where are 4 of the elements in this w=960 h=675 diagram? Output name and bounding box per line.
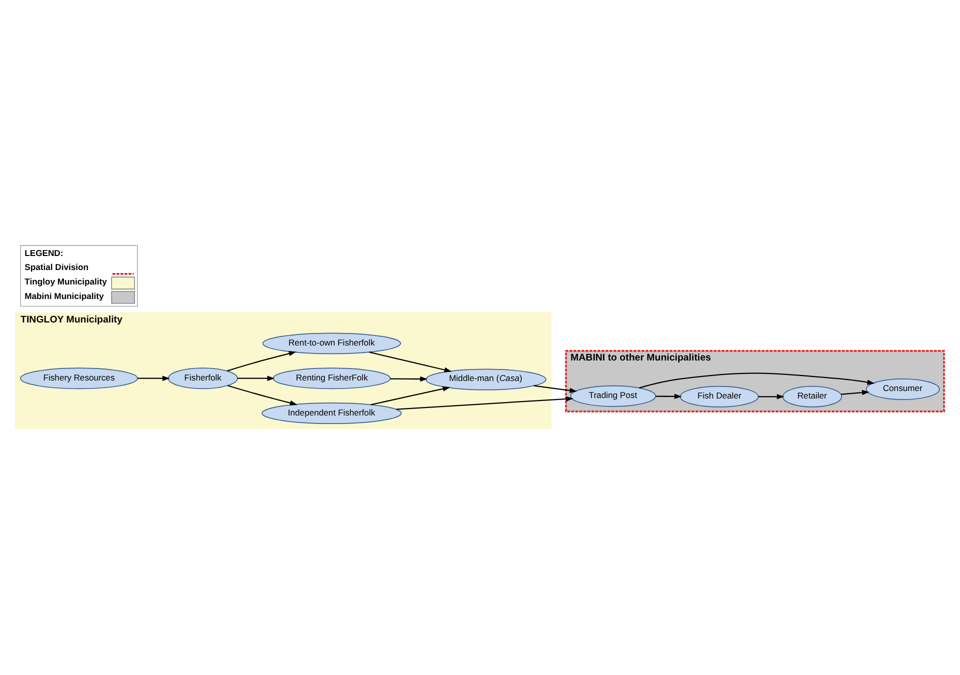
label: LEGEND: [24, 247, 64, 258]
legend-label: Tingloy Municipality [24, 276, 107, 286]
legend-label: Spatial Division [24, 262, 89, 272]
legend-label: Mabini Municipality [24, 290, 104, 300]
